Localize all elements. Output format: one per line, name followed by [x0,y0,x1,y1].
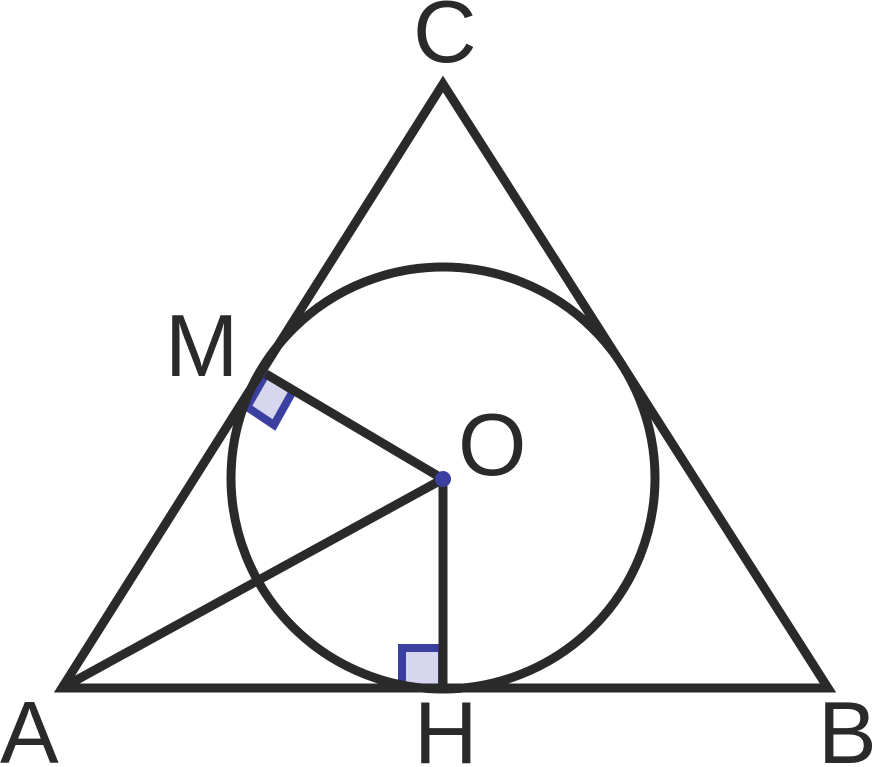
segment-oa [59,475,446,692]
label-m: M [165,296,238,395]
label-h: H [414,683,478,767]
label-b: B [818,683,877,767]
segment-om [263,370,446,483]
label-o: O [458,395,526,494]
label-a: A [0,683,59,767]
label-c: C [413,0,477,81]
center-point-o [435,471,451,487]
